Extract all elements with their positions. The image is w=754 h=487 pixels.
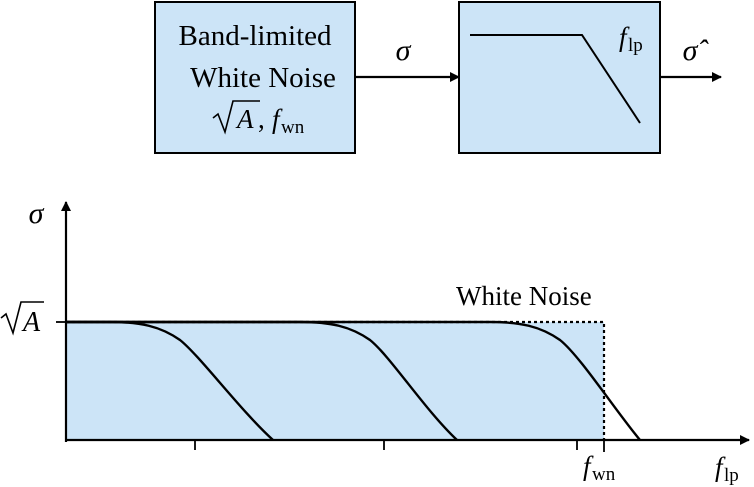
y-level-sqrt-symbol — [0, 301, 44, 336]
param-separator: , — [258, 104, 265, 134]
white-noise-fill-region — [66, 322, 604, 440]
filter-cutoff-label: f — [619, 22, 630, 52]
block-diagram: Band-limited White Noise A , f wn σ f lp… — [154, 1, 722, 154]
input-signal-label: σ — [396, 34, 412, 67]
source-block-title-line2: White Noise — [190, 62, 336, 94]
source-block-title-line1: Band-limited — [178, 20, 332, 52]
param-frequency-subscript: wn — [281, 117, 305, 138]
x-axis-subscript: lp — [724, 465, 739, 486]
x-marker-label: f — [583, 451, 594, 481]
sqrt-symbol — [212, 100, 260, 135]
output-signal-label: σ̂ — [683, 34, 710, 67]
param-frequency: f — [272, 104, 283, 134]
x-axis-label: f — [715, 452, 726, 482]
param-radicand: A — [235, 104, 254, 134]
white-noise-source-block — [154, 1, 356, 154]
y-level-label: A — [0, 301, 44, 338]
filter-cutoff-subscript: lp — [628, 35, 643, 56]
filter-response-icon — [470, 34, 641, 124]
frequency-plot: σ A White Noise f wn f lp — [0, 197, 750, 486]
source-block-params: A , f wn — [212, 100, 305, 138]
filtered-curve-3 — [66, 320, 641, 441]
white-noise-label: White Noise — [456, 281, 592, 311]
x-marker-subscript: wn — [592, 464, 616, 485]
y-level-radicand: A — [21, 307, 41, 338]
y-axis-label: σ — [29, 197, 45, 230]
low-pass-filter-block — [458, 1, 661, 154]
